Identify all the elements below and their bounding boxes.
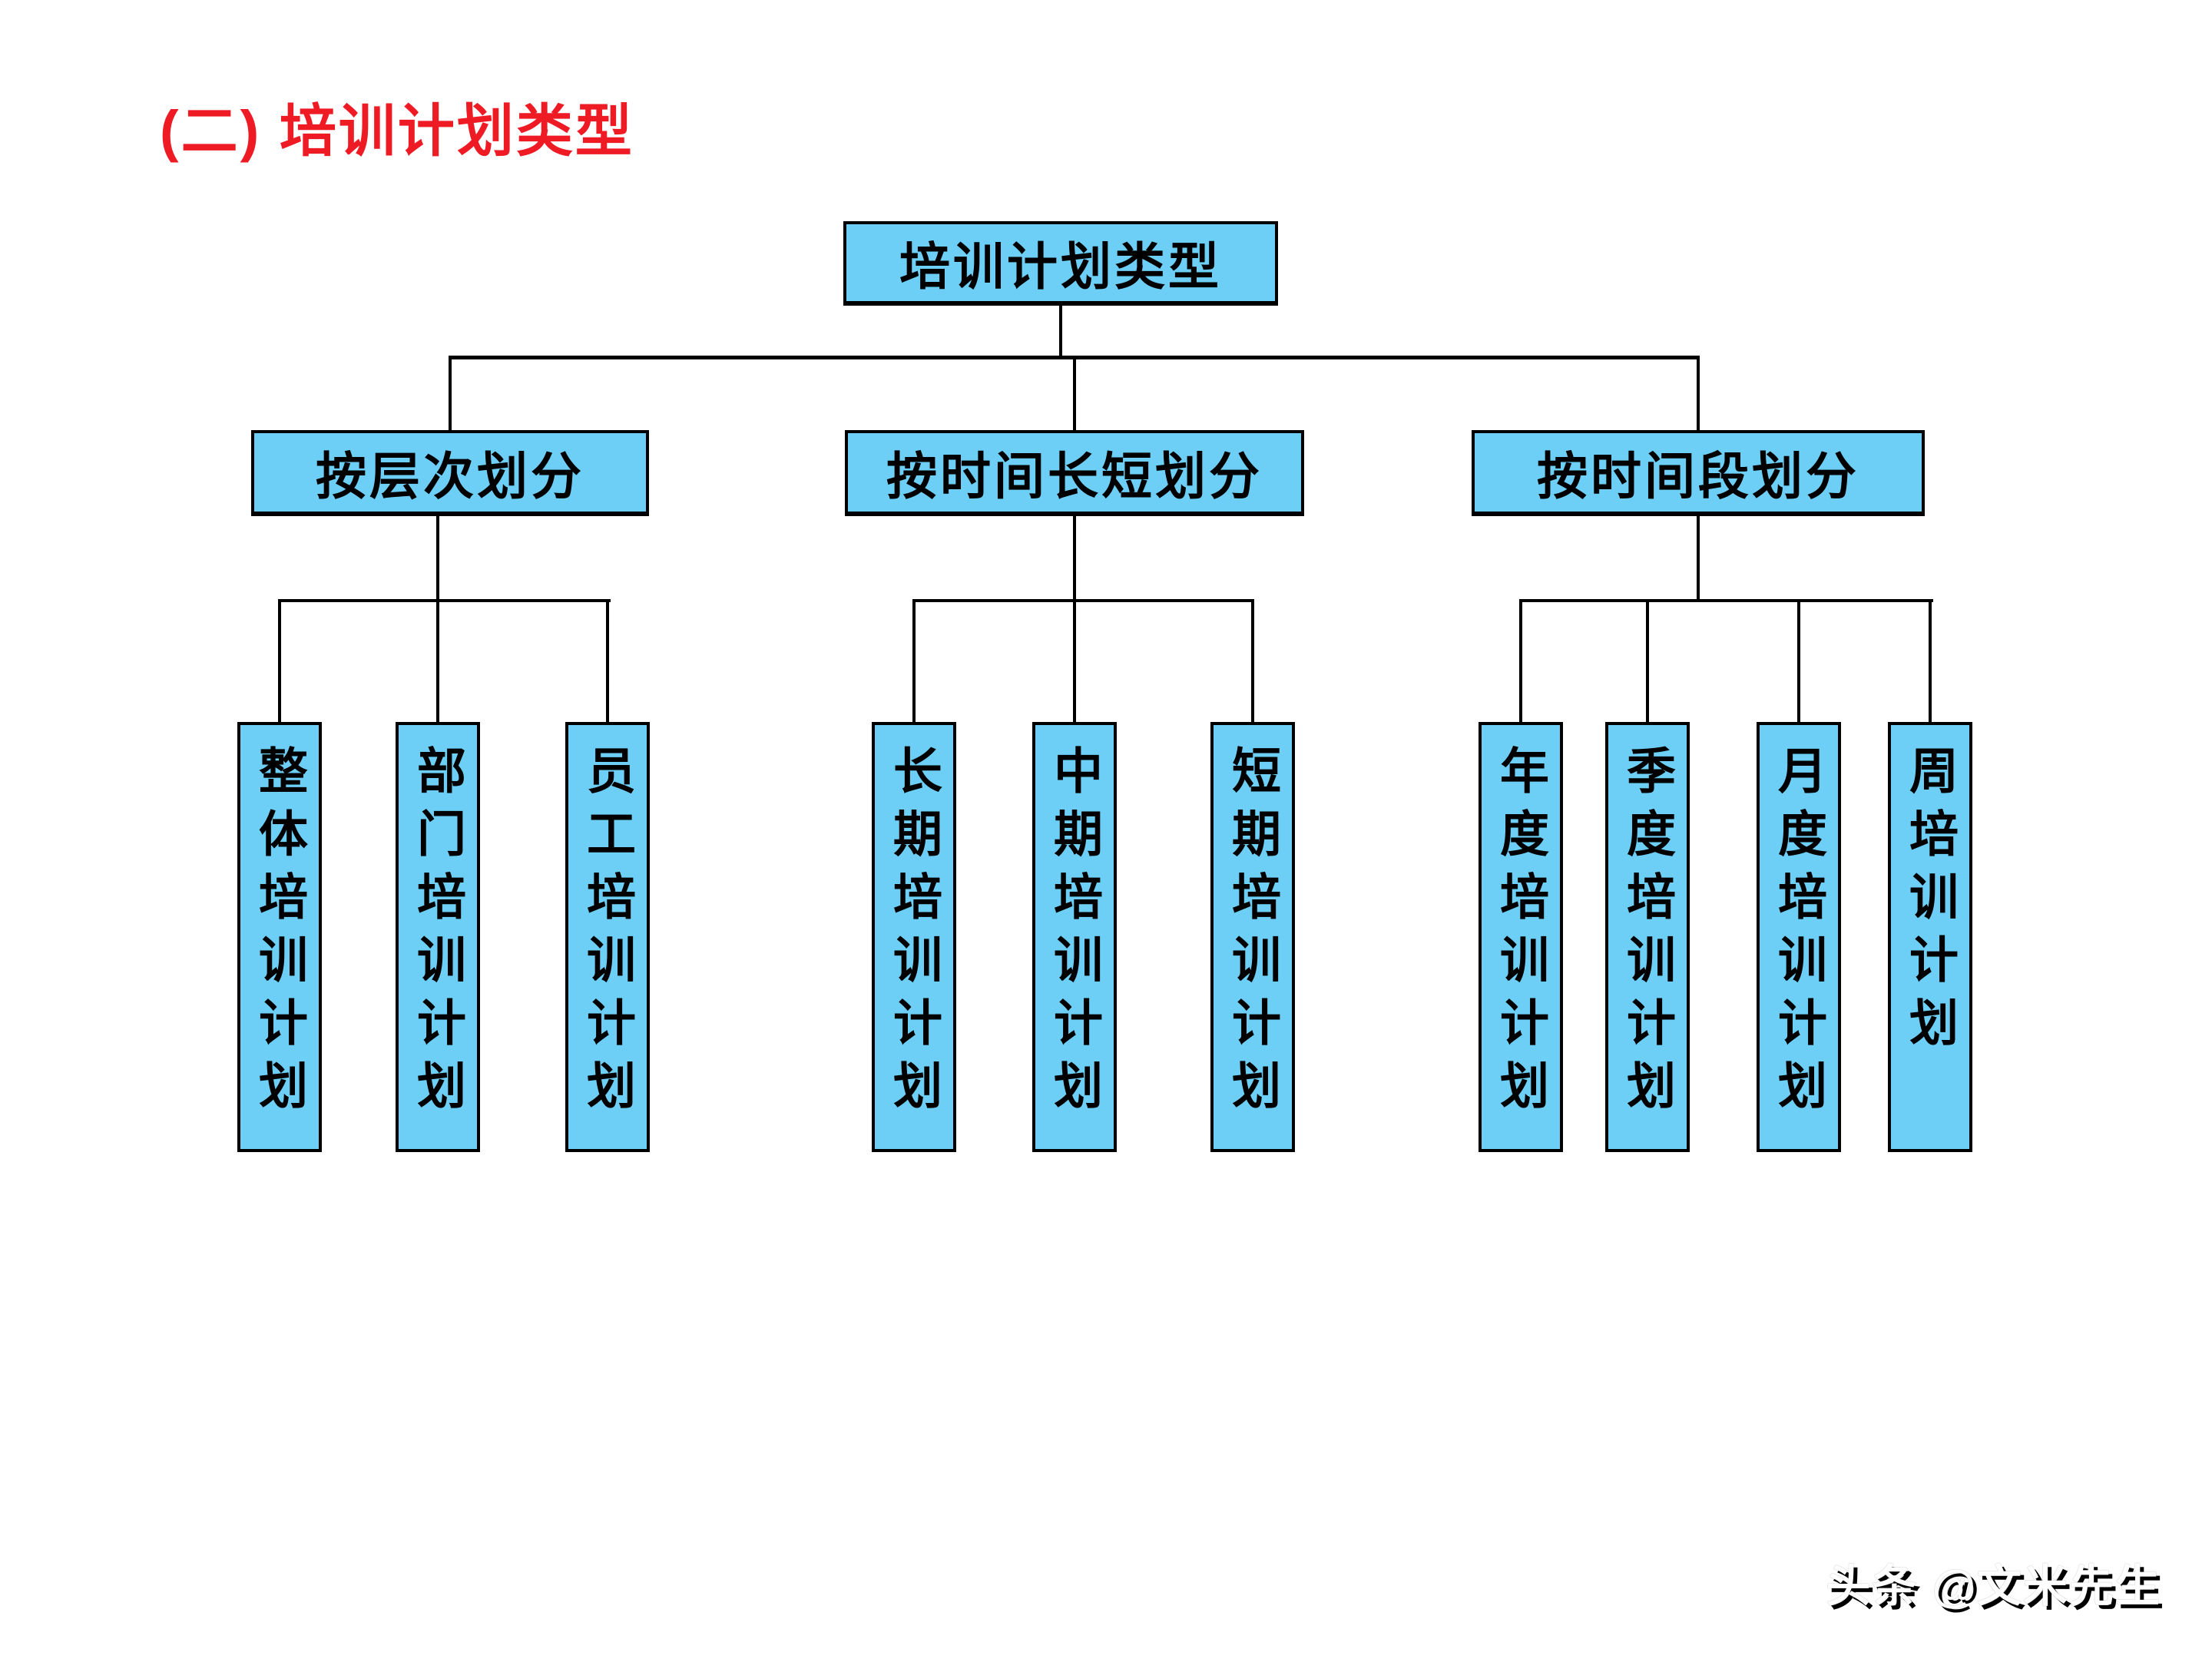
node-leaf-annual-plan: 年度培训计划 [1479,722,1563,1152]
node-branch-label: 按时间长短划分 [886,448,1263,505]
connector-group1-bus [912,599,1254,602]
connector-group0-drop2 [606,599,609,724]
node-root: 培训计划类型 [843,221,1278,306]
node-leaf-employee-plan: 员工培训计划 [565,722,650,1152]
node-leaf-shortterm-plan: 短期培训计划 [1210,722,1295,1152]
connector-root-feed [1059,304,1062,359]
connector-branch2-drop [1697,356,1700,433]
node-leaf-label: 年度培训计划 [1493,745,1548,1123]
node-leaf-label: 季度培训计划 [1620,745,1675,1123]
node-leaf-midterm-plan: 中期培训计划 [1032,722,1117,1152]
node-leaf-overall-plan: 整体培训计划 [237,722,322,1152]
node-branch-by-duration: 按时间长短划分 [845,430,1304,516]
connector-group2-drop3 [1929,599,1932,724]
connector-group1-feed [1073,515,1076,602]
connector-branch1-drop [1073,356,1076,433]
node-leaf-label: 周培训计划 [1902,745,1958,1060]
node-leaf-label: 整体培训计划 [252,745,307,1123]
connector-group0-drop1 [436,599,439,724]
connector-group1-drop2 [1251,599,1254,724]
connector-group0-bus [278,599,611,602]
node-branch-by-level: 按层次划分 [251,430,649,516]
node-root-label: 培训计划类型 [899,238,1222,295]
page-title: (二) 培训计划类型 [160,99,634,163]
node-leaf-weekly-plan: 周培训计划 [1888,722,1972,1152]
watermark: 头条 @文米先生 [1826,1561,2161,1611]
connector-group0-feed [436,515,439,602]
connector-group1-drop1 [1073,599,1076,724]
node-branch-by-period: 按时间段划分 [1472,430,1925,516]
node-leaf-label: 中期培训计划 [1047,745,1102,1123]
connector-group1-drop0 [912,599,916,724]
node-branch-label: 按层次划分 [316,448,584,505]
connector-group0-drop0 [278,599,281,724]
node-leaf-department-plan: 部门培训计划 [396,722,480,1152]
connector-branch0-drop [449,356,452,433]
node-leaf-label: 员工培训计划 [580,745,635,1123]
connector-group2-drop0 [1519,599,1522,724]
connector-group2-bus [1519,599,1933,602]
connector-group2-feed [1697,515,1700,602]
node-leaf-monthly-plan: 月度培训计划 [1757,722,1841,1152]
node-leaf-quarterly-plan: 季度培训计划 [1605,722,1690,1152]
node-leaf-label: 长期培训计划 [886,745,942,1123]
node-leaf-label: 月度培训计划 [1771,745,1826,1123]
node-leaf-label: 短期培训计划 [1225,745,1280,1123]
connector-group2-drop1 [1646,599,1649,724]
connector-group2-drop2 [1797,599,1800,724]
node-branch-label: 按时间段划分 [1537,448,1859,505]
node-leaf-label: 部门培训计划 [410,745,465,1123]
node-leaf-longterm-plan: 长期培训计划 [872,722,956,1152]
